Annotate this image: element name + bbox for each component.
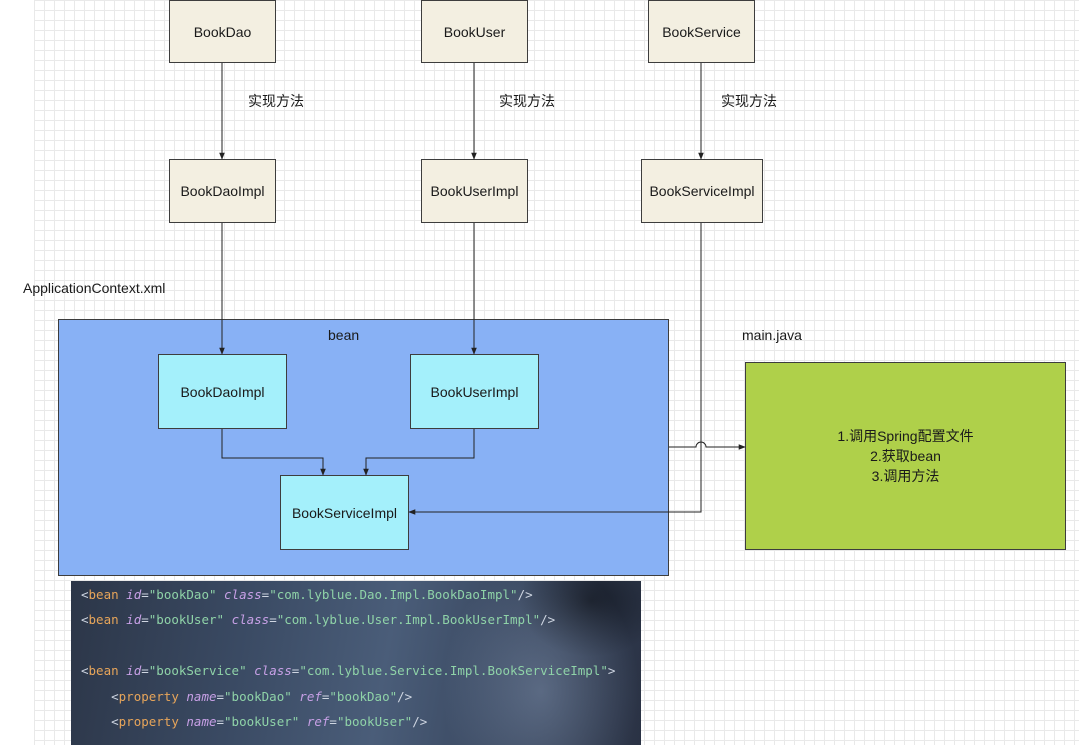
code-token: < xyxy=(111,714,119,729)
edge-inject-bookdao xyxy=(221,429,326,476)
code-token: bean xyxy=(88,587,119,602)
main-step-3: 3.调用方法 xyxy=(871,468,940,484)
code-line-2: <bean id="bookUser" class="com.lyblue.Us… xyxy=(81,612,555,627)
code-token: /> xyxy=(517,587,533,602)
code-token: id xyxy=(126,587,142,602)
code-token: class xyxy=(254,663,292,678)
code-token: < xyxy=(81,663,89,678)
bookserviceimpl-node[interactable]: BookServiceImpl xyxy=(641,159,763,223)
code-token: name xyxy=(186,689,217,704)
code-token xyxy=(224,612,232,627)
code-token: < xyxy=(111,689,119,704)
code-token: class xyxy=(224,587,262,602)
code-token: = xyxy=(291,663,300,678)
code-token: "com.lyblue.User.Impl.BookUserImpl" xyxy=(276,612,541,627)
code-token xyxy=(217,587,225,602)
code-token xyxy=(81,714,111,729)
code-token: "bookDao" xyxy=(148,587,217,602)
edge-label-bookservice: 实现方法 xyxy=(721,93,777,109)
code-token: ref xyxy=(306,714,330,729)
code-token: bean xyxy=(88,612,119,627)
code-token: /> xyxy=(412,714,428,729)
edge-bean-to-main xyxy=(669,441,746,450)
xml-code-snippet: <bean id="bookDao" class="com.lyblue.Dao… xyxy=(71,581,641,745)
code-token: = xyxy=(141,663,149,678)
code-token: "com.lyblue.Service.Impl.BookServiceImpl… xyxy=(299,663,608,678)
code-token: name xyxy=(186,714,217,729)
code-token: id xyxy=(126,663,142,678)
code-token: = xyxy=(141,612,149,627)
code-token: > xyxy=(607,663,616,678)
code-token: bean xyxy=(88,663,119,678)
code-token: id xyxy=(126,612,142,627)
main-step-2: 2.获取bean xyxy=(870,448,941,464)
bean-bookuserimpl-node[interactable]: BookUserImpl xyxy=(410,354,539,429)
code-token: /> xyxy=(397,689,413,704)
edge-bookserviceimpl-to-bean xyxy=(408,223,702,515)
code-token: ref xyxy=(299,689,322,704)
code-token: < xyxy=(81,587,89,602)
code-token: "com.lyblue.Dao.Impl.BookDaoImpl" xyxy=(269,587,518,602)
code-token: "bookUser" xyxy=(224,714,300,729)
code-token xyxy=(299,714,307,729)
code-token: property xyxy=(118,689,179,704)
code-token xyxy=(247,663,255,678)
code-token: = xyxy=(216,689,225,704)
code-token: = xyxy=(141,587,149,602)
code-token: "bookUser" xyxy=(148,612,225,627)
code-token: = xyxy=(329,714,337,729)
config-file-label: ApplicationContext.xml xyxy=(23,280,166,296)
bookuserimpl-node[interactable]: BookUserImpl xyxy=(421,159,528,223)
code-token: = xyxy=(216,714,225,729)
bean-bookdaoimpl-node[interactable]: BookDaoImpl xyxy=(158,354,287,429)
edge-label-bookdao: 实现方法 xyxy=(248,93,304,109)
main-step-1: 1.调用Spring配置文件 xyxy=(837,428,974,444)
bookservice-interface-node[interactable]: BookService xyxy=(648,0,755,63)
main-java-box[interactable]: 1.调用Spring配置文件 2.获取bean 3.调用方法 xyxy=(745,362,1066,550)
edge-inject-bookuser xyxy=(363,429,475,476)
main-java-label: main.java xyxy=(742,327,802,343)
code-token: class xyxy=(231,612,270,627)
code-token: "bookUser" xyxy=(336,714,413,729)
code-token: "bookService" xyxy=(148,663,247,678)
code-token: /> xyxy=(540,612,556,627)
code-token: = xyxy=(269,612,277,627)
code-token: < xyxy=(81,612,89,627)
code-line-6: <property name="bookUser" ref="bookUser"… xyxy=(81,714,427,729)
code-token xyxy=(81,689,111,704)
code-token: property xyxy=(118,714,179,729)
edge-label-bookuser: 实现方法 xyxy=(499,93,555,109)
code-token: "bookDao" xyxy=(224,689,292,704)
code-line-4: <bean id="bookService" class="com.lyblue… xyxy=(81,663,615,678)
code-token: = xyxy=(261,587,270,602)
code-token: "bookDao" xyxy=(329,689,398,704)
bookdao-interface-node[interactable]: BookDao xyxy=(169,0,276,63)
bean-bookserviceimpl-node[interactable]: BookServiceImpl xyxy=(280,475,409,550)
bean-container-label: bean xyxy=(328,327,360,343)
bookuser-interface-node[interactable]: BookUser xyxy=(421,0,528,63)
code-line-5: <property name="bookDao" ref="bookDao"/> xyxy=(81,689,412,704)
code-token: = xyxy=(321,689,330,704)
code-line-1: <bean id="bookDao" class="com.lyblue.Dao… xyxy=(81,587,533,602)
